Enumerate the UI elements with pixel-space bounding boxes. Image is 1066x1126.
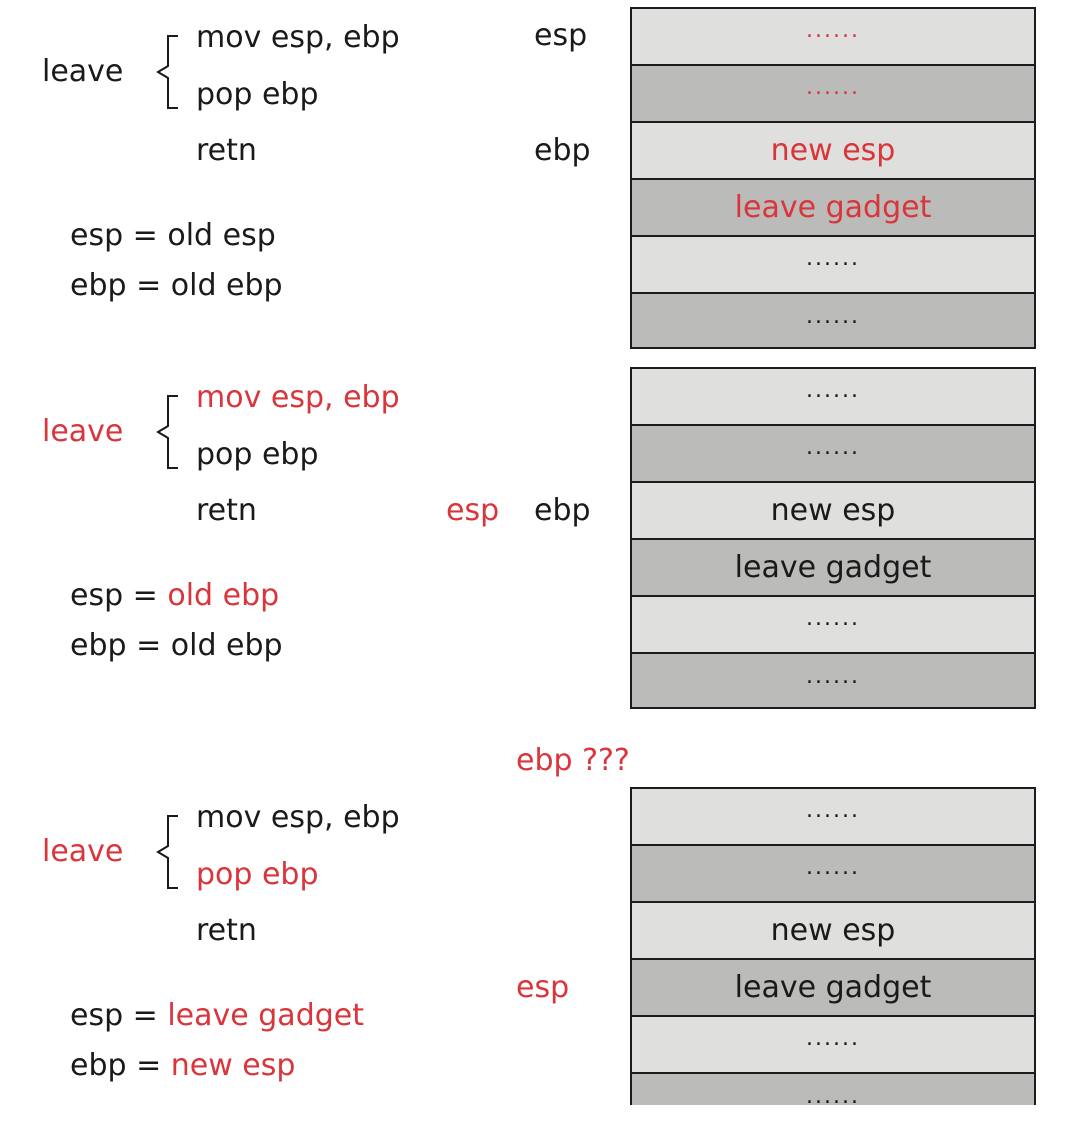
- ebp-assignment-prefix: ebp =: [70, 1048, 171, 1083]
- ebp-assignment-prefix: ebp =: [70, 628, 171, 663]
- stack-cell: ......: [632, 1017, 1034, 1074]
- stack-frame: ...... ...... new esp leave gadget .....…: [630, 7, 1036, 349]
- mov-instruction: mov esp, ebp: [196, 800, 400, 835]
- stack-cell: ......: [632, 369, 1034, 426]
- panel-2: leave mov esp, ebp pop ebp retn esp = ol…: [42, 367, 1036, 709]
- stack-cell: new esp: [632, 123, 1034, 180]
- stack-cell: ......: [632, 846, 1034, 903]
- pop-instruction: pop ebp: [196, 437, 319, 472]
- stack-cell: ......: [632, 294, 1034, 347]
- stack-cell: new esp: [632, 903, 1034, 960]
- esp-pointer-label: esp: [446, 493, 500, 528]
- stack-cell: ......: [632, 789, 1034, 846]
- pop-instruction: pop ebp: [196, 77, 319, 112]
- stack-cell: ......: [632, 426, 1034, 483]
- stack-cell: ......: [632, 237, 1034, 294]
- curly-brace-icon: [156, 395, 178, 469]
- esp-assignment: esp = old esp: [70, 218, 276, 254]
- esp-assignment-prefix: esp =: [70, 578, 168, 613]
- ebp-pointer-label: ebp ???: [516, 743, 630, 778]
- stack-cell: ......: [632, 654, 1034, 707]
- pop-instruction: pop ebp: [196, 857, 319, 892]
- esp-pointer-label: esp: [516, 970, 570, 1005]
- ebp-assignment-value: new esp: [170, 1048, 296, 1083]
- esp-assignment: esp = leave gadget: [70, 998, 364, 1034]
- stack-cell: ......: [632, 66, 1034, 123]
- stack-cell: new esp: [632, 483, 1034, 540]
- retn-instruction: retn: [196, 133, 257, 168]
- esp-assignment-value: old ebp: [167, 578, 280, 613]
- mov-instruction: mov esp, ebp: [196, 20, 400, 55]
- stack-cell: leave gadget: [632, 960, 1034, 1017]
- curly-brace-icon: [156, 815, 178, 889]
- esp-assignment-value: old esp: [167, 218, 276, 253]
- mov-instruction: mov esp, ebp: [196, 380, 400, 415]
- ebp-pointer-label: ebp: [534, 493, 591, 528]
- ebp-assignment: ebp = new esp: [70, 1048, 295, 1084]
- curly-brace-icon: [156, 35, 178, 109]
- ebp-assignment: ebp = old ebp: [70, 628, 283, 664]
- ebp-assignment: ebp = old ebp: [70, 268, 283, 304]
- esp-assignment: esp = old ebp: [70, 578, 279, 614]
- stack-cell: leave gadget: [632, 180, 1034, 237]
- leave-label: leave: [42, 414, 124, 449]
- ebp-assignment-prefix: ebp =: [70, 268, 171, 303]
- ebp-assignment-value: old ebp: [170, 268, 283, 303]
- stack-cell: ......: [632, 9, 1034, 66]
- esp-assignment-value: leave gadget: [167, 998, 364, 1033]
- stack-cell: ......: [632, 1074, 1034, 1105]
- retn-instruction: retn: [196, 913, 257, 948]
- retn-instruction: retn: [196, 493, 257, 528]
- esp-assignment-prefix: esp =: [70, 218, 168, 253]
- leave-label: leave: [42, 834, 124, 869]
- stack-cell: leave gadget: [632, 540, 1034, 597]
- panel-1: leave mov esp, ebp pop ebp retn esp = ol…: [0, 0, 1066, 360]
- stack-frame: ...... ...... new esp leave gadget .....…: [630, 787, 1036, 1105]
- esp-pointer-label: esp: [534, 18, 588, 53]
- ebp-assignment-value: old ebp: [170, 628, 283, 663]
- stack-cell: ......: [632, 597, 1034, 654]
- leave-label: leave: [42, 54, 124, 89]
- stack-frame: ...... ...... new esp leave gadget .....…: [630, 367, 1036, 709]
- esp-assignment-prefix: esp =: [70, 998, 168, 1033]
- ebp-pointer-label: ebp: [534, 133, 591, 168]
